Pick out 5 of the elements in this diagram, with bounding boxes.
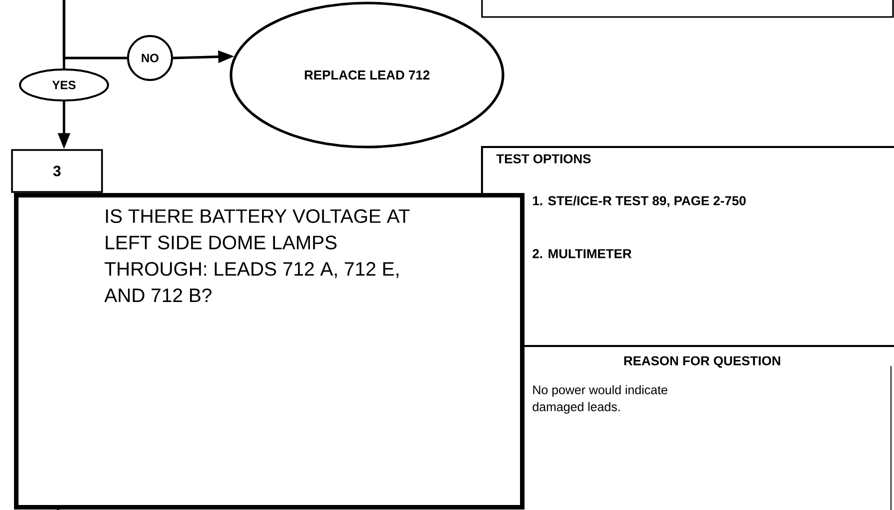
question-box: IS THERE BATTERY VOLTAGE AT LEFT SIDE DOME LAMPS THROUGH: LEADS 712 A, 712 E, AND 712 B? xyxy=(14,193,524,510)
reason-panel: REASON FOR QUESTION No power would indicate damaged leads. xyxy=(520,345,894,510)
empty-box xyxy=(481,0,894,18)
connector-line xyxy=(62,0,66,68)
step-number-tab: 3 xyxy=(11,149,103,193)
